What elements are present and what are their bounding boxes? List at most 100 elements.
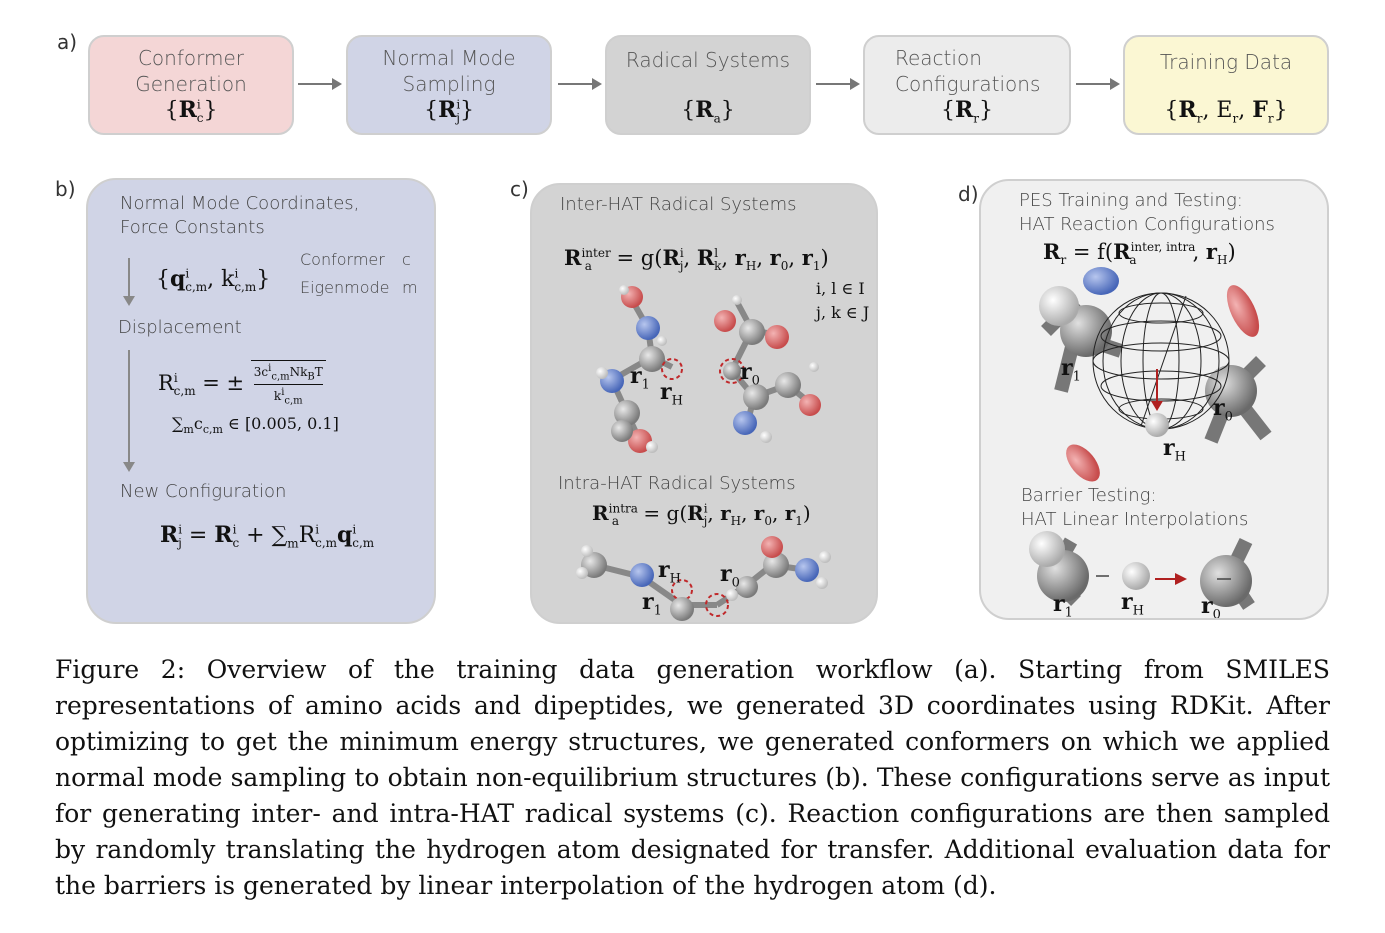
carbon-atom xyxy=(639,346,665,372)
carbon-atom xyxy=(723,362,741,380)
nitrogen-atom xyxy=(733,411,757,435)
flow-arrow xyxy=(558,78,602,90)
hydrogen-atom xyxy=(1039,286,1079,326)
nitrogen-atom xyxy=(795,558,819,582)
flow-box-normal-mode-sampling: Normal Mode Sampling {Rij} xyxy=(346,35,552,135)
flow-box-conformer-generation: Conformer Generation {Ric} xyxy=(88,35,294,135)
oxygen-atom xyxy=(1066,444,1100,482)
nitrogen-atom xyxy=(636,316,660,340)
oxygen-atom xyxy=(799,394,821,416)
displacement-label: Displacement xyxy=(118,317,242,338)
legend-conformer: Conformer xyxy=(300,250,385,269)
hydrogen-atom xyxy=(809,362,819,372)
figure-caption: Figure 2: Overview of the training data … xyxy=(55,652,1330,904)
hydrogen-removal-marker xyxy=(661,358,683,380)
flow-box-title: Training Data xyxy=(1159,50,1293,74)
legend-eigenmode: Eigenmode xyxy=(300,278,390,297)
flow-box-title: Conformer Generation xyxy=(135,46,247,96)
flow-arrow xyxy=(1076,78,1120,90)
carbon-atom xyxy=(736,576,758,598)
flow-box-math: {Ric} xyxy=(164,96,218,125)
flow-box-reaction-configurations: Reaction Configurations {Rr} xyxy=(863,35,1071,135)
nitrogen-atom xyxy=(630,563,654,587)
wireframe-sphere xyxy=(1092,292,1230,430)
label-rH-inter: rH xyxy=(660,379,683,409)
hydrogen-atom xyxy=(596,367,608,379)
index-set-j: j, k ∈ J xyxy=(816,303,870,322)
barrier-title-line1: Barrier Testing: xyxy=(1021,485,1157,506)
new-configuration-label: New Configuration xyxy=(120,481,287,502)
barrier-title-line2: HAT Linear Interpolations xyxy=(1021,509,1249,530)
flow-down-arrow xyxy=(123,258,135,306)
intra-hat-formula: Rintraa = g(Rij, rH, r0, r1) xyxy=(592,501,811,528)
label-r1-interp: r1 xyxy=(1053,591,1073,620)
label-rH-sphere: rH xyxy=(1163,435,1186,465)
nitrogen-atom xyxy=(1083,267,1119,295)
flow-box-math: {Rr} xyxy=(940,96,994,125)
carbon-atom xyxy=(743,384,769,410)
flow-box-math: {Rr, Er, Fr} xyxy=(1164,96,1288,125)
label-rH-interp: rH xyxy=(1121,589,1144,619)
pes-title-line1: PES Training and Testing: xyxy=(1019,190,1243,211)
oxygen-atom xyxy=(714,310,736,332)
hydrogen-atom xyxy=(760,431,772,443)
panel-d-letter: d) xyxy=(958,182,979,206)
panel-d-box: PES Training and Testing: HAT Reaction C… xyxy=(979,179,1329,620)
hydrogen-atom xyxy=(726,589,738,601)
caption-text: Figure 2: Overview of the training data … xyxy=(55,655,1330,900)
label-r0-interp: r0 xyxy=(1201,593,1221,620)
inter-hat-formula: Rintera = g(Rij, Rlk, rH, r0, r1) xyxy=(564,245,829,274)
carbon-atom xyxy=(611,420,633,442)
interp-arrowhead xyxy=(1175,573,1187,585)
hydrogen-atom xyxy=(646,441,658,453)
index-set-i: i, l ∈ I xyxy=(816,279,865,298)
legend-conformer-symbol: c xyxy=(402,250,411,269)
radical-site-marker xyxy=(705,593,729,617)
flow-box-title: Reaction Configurations xyxy=(895,46,1041,96)
oxygen-atom xyxy=(765,325,789,349)
radical-site-marker xyxy=(719,358,745,384)
panel-c-box: Inter-HAT Radical Systems Rintera = g(Ri… xyxy=(530,183,878,624)
hydrogen-atom xyxy=(819,551,831,563)
flow-box-training-data: Training Data {Rr, Er, Fr} xyxy=(1123,35,1329,135)
flow-box-title: Radical Systems xyxy=(625,48,791,72)
pes-formula: Rr = f(Rinter, intraa, rH) xyxy=(1043,239,1236,268)
label-r1-inter: r1 xyxy=(630,363,650,393)
carbon-atom xyxy=(763,552,789,578)
panel-b-letter: b) xyxy=(55,177,76,201)
normal-mode-set: {qic,m, kic,m} xyxy=(156,266,271,295)
sum-constraint: ∑mcc,m ∈ [0.005, 0.1] xyxy=(172,414,339,437)
hydrogen-atom xyxy=(657,336,667,346)
carbon-atom xyxy=(670,597,694,621)
inter-hat-title: Inter-HAT Radical Systems xyxy=(560,194,797,215)
carbon-atom xyxy=(1200,555,1252,607)
displacement-formula: Ric,m = ± 3cic,mNkBT kic,m xyxy=(158,360,326,409)
oxygen-atom xyxy=(1226,285,1260,337)
flow-box-title: Normal Mode Sampling xyxy=(382,46,516,96)
panel-b-box: Normal Mode Coordinates, Force Constants… xyxy=(86,178,436,624)
label-r0-intra: r0 xyxy=(720,561,740,591)
label-rH-intra: rH xyxy=(658,557,681,587)
hydrogen-atom xyxy=(581,545,593,557)
flow-box-math: {Ra} xyxy=(681,96,735,125)
panel-a-letter: a) xyxy=(57,30,78,54)
hydrogen-atom xyxy=(576,567,588,579)
label-r0-inter: r0 xyxy=(740,359,760,389)
molecule-illustrations xyxy=(576,285,831,621)
flow-box-radical-systems: Radical Systems {Ra} xyxy=(605,35,811,135)
displacement-arrowhead xyxy=(1151,401,1163,411)
carbon-atom xyxy=(739,319,765,345)
flow-arrow xyxy=(816,78,860,90)
legend-eigenmode-symbol: m xyxy=(402,278,418,297)
label-r0-sphere: r0 xyxy=(1213,395,1233,425)
flow-down-arrow xyxy=(123,350,135,472)
hydrogen-atom xyxy=(732,295,742,305)
intra-hat-title: Intra-HAT Radical Systems xyxy=(558,473,796,494)
normal-mode-heading: Normal Mode Coordinates, Force Constants xyxy=(120,193,360,238)
hydrogen-atom xyxy=(619,285,629,295)
new-configuration-formula: Rij = Ric + ∑mRic,mqic,m xyxy=(160,522,375,551)
reaction-sphere-illustration xyxy=(1029,267,1272,610)
hydrogen-atom xyxy=(1145,413,1169,437)
carbon-atom xyxy=(775,372,801,398)
hydrogen-atom xyxy=(1122,562,1150,590)
